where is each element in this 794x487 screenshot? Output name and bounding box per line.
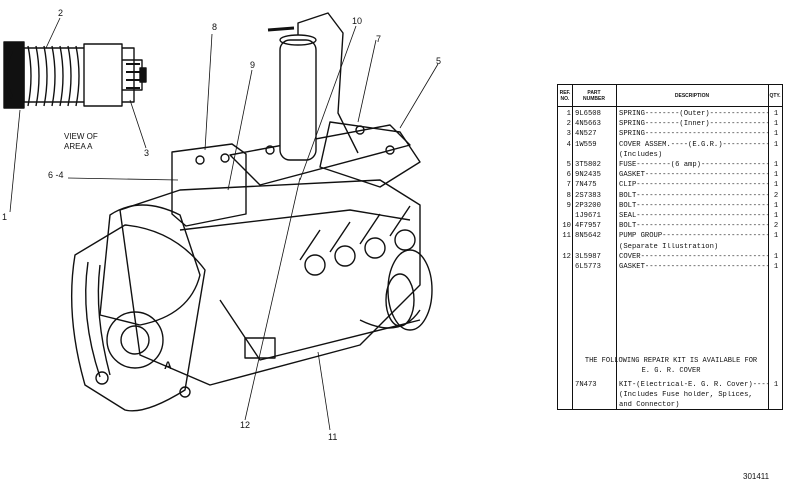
part-row-part-cell: 4N527 [575, 130, 597, 139]
part-row-qty-cell: 1 [773, 140, 779, 149]
part-row-ref-cell: 1 [566, 110, 571, 118]
part-row-ref-cell: 12 [562, 252, 571, 261]
part-row-desc-cell: BOLT----------------------------------- [619, 222, 769, 231]
part-row-desc-cell: COVER ASSEM.----(E.G.R.)-------------- [619, 140, 769, 149]
header-part-number: PART NUMBER [572, 85, 616, 107]
part-row-ref-cell: 5 [566, 161, 571, 169]
callout-1: 1 [2, 212, 8, 222]
part-row-part-cell: 4F7957 [575, 222, 601, 231]
callout-11: 11 [328, 432, 338, 442]
callout-5: 5 [436, 56, 442, 66]
spring-detail-drawing [3, 41, 147, 109]
illustration-code: 301411 [743, 472, 770, 481]
part-row-ref-cell: 8 [566, 191, 571, 200]
part-row-part-cell: 6L5773 [575, 263, 601, 271]
kit-qty-cell: 1 [773, 381, 779, 389]
part-row-desc-cell: GASKET--------------------------------- [619, 263, 769, 271]
part-row-desc-cell: CLIP----------------------------------- [619, 181, 769, 190]
callout-8: 8 [212, 22, 218, 32]
callout-10: 10 [352, 16, 363, 26]
part-row-desc-cell: COVER---------------------------------- [619, 252, 769, 261]
part-row-desc-cell: PUMP GROUP------------------------------ [619, 232, 769, 241]
area-a-marker: A [164, 360, 172, 372]
part-row-ref-cell: 6 [566, 171, 571, 180]
part-row-ref-cell: 10 [562, 222, 571, 231]
part-row-desc-cell: (Includes) [619, 150, 663, 159]
part-row-part-cell: 2P3200 [575, 201, 601, 210]
part-row-part-cell: 7N475 [575, 181, 597, 190]
callout-leader-lines [9, 17, 439, 431]
part-row-qty-cell: 2 [773, 191, 779, 200]
exploded-view-illustration [3, 12, 439, 431]
header-ref-no: REF. NO. [558, 85, 572, 107]
part-row-desc-cell: SPRING--------------------------------- [619, 130, 769, 139]
part-row-part-cell: 2S7383 [575, 191, 601, 200]
callout-2: 2 [58, 8, 64, 18]
part-row-desc-cell: (Separate Illustration) [619, 242, 719, 251]
part-row-part-cell: 9L6508 [575, 110, 601, 118]
part-row-part-cell: 8N5642 [575, 232, 601, 241]
part-row-part-cell: 3L5987 [575, 252, 601, 261]
callout-12: 12 [240, 420, 251, 430]
kit-title-line2: E. G. R. COVER [641, 367, 701, 375]
kit-title-line1: THE FOLLOWING REPAIR KIT IS AVAILABLE FO… [584, 357, 758, 365]
part-row-part-cell: 4N5663 [575, 120, 601, 129]
part-row-qty-cell: 1 [773, 212, 779, 220]
part-row-desc-cell: SPRING--------(Outer)------------------ [619, 110, 769, 118]
kit-desc-cell: (Includes Fuse holder, Splices, [619, 391, 753, 399]
kit-desc-cell: KIT-(Electrical-E. G. R. Cover)------- [619, 381, 769, 389]
part-row-qty-cell: 1 [773, 252, 779, 261]
kit-desc-cell: and Connector) [619, 401, 680, 409]
column-divider [616, 85, 617, 409]
part-row-desc-cell: GASKET--------------------------------- [619, 171, 769, 180]
callout-9: 9 [250, 60, 256, 70]
part-row-desc-cell: SEAL----------------------------------- [619, 212, 769, 220]
part-row-ref-cell: 3 [566, 130, 571, 139]
part-row-ref-cell: 11 [562, 232, 571, 241]
part-row-part-cell: 1J9671 [575, 212, 601, 220]
part-row-qty-cell: 1 [773, 110, 779, 118]
part-row-ref-cell: 7 [566, 181, 571, 190]
column-divider [572, 85, 573, 409]
part-row-qty-cell: 2 [773, 222, 779, 231]
part-row-part-cell: 9N2435 [575, 171, 601, 180]
kit-part-cell: 7N473 [575, 381, 597, 389]
part-row-ref-cell: 4 [566, 140, 571, 149]
part-row-desc-cell: BOLT----------------------------------- [619, 191, 769, 200]
part-row-desc-cell: FUSE--------(6 amp)---------------- [619, 161, 769, 169]
part-row-part-cell: 1W559 [575, 140, 597, 149]
part-row-part-cell: 3T5802 [575, 161, 601, 169]
part-row-desc-cell: BOLT----------------------------------- [619, 201, 769, 210]
injection-pump-body-drawing [70, 12, 433, 412]
part-row-ref-cell: 9 [566, 201, 571, 210]
callout-3: 3 [144, 148, 150, 158]
callout-7: 7 [376, 34, 382, 44]
part-row-ref-cell: 2 [566, 120, 571, 129]
part-row-qty-cell: 1 [773, 120, 779, 129]
view-caption-line2: AREA A [64, 142, 93, 151]
part-row-qty-cell: 1 [773, 201, 779, 210]
part-row-qty-cell: 1 [773, 171, 779, 180]
callout-6-4: 6 -4 [48, 170, 64, 180]
header-qty: QTY. [768, 85, 782, 107]
header-description: DESCRIPTION [616, 85, 768, 107]
part-row-qty-cell: 1 [773, 161, 779, 169]
part-row-qty-cell: 1 [773, 263, 779, 271]
view-caption-line1: VIEW OF [64, 132, 98, 141]
part-row-desc-cell: SPRING--------(Inner)------------------ [619, 120, 769, 129]
part-row-qty-cell: 1 [773, 232, 779, 241]
part-row-qty-cell: 1 [773, 130, 779, 139]
column-divider [768, 85, 769, 409]
part-row-qty-cell: 1 [773, 181, 779, 190]
